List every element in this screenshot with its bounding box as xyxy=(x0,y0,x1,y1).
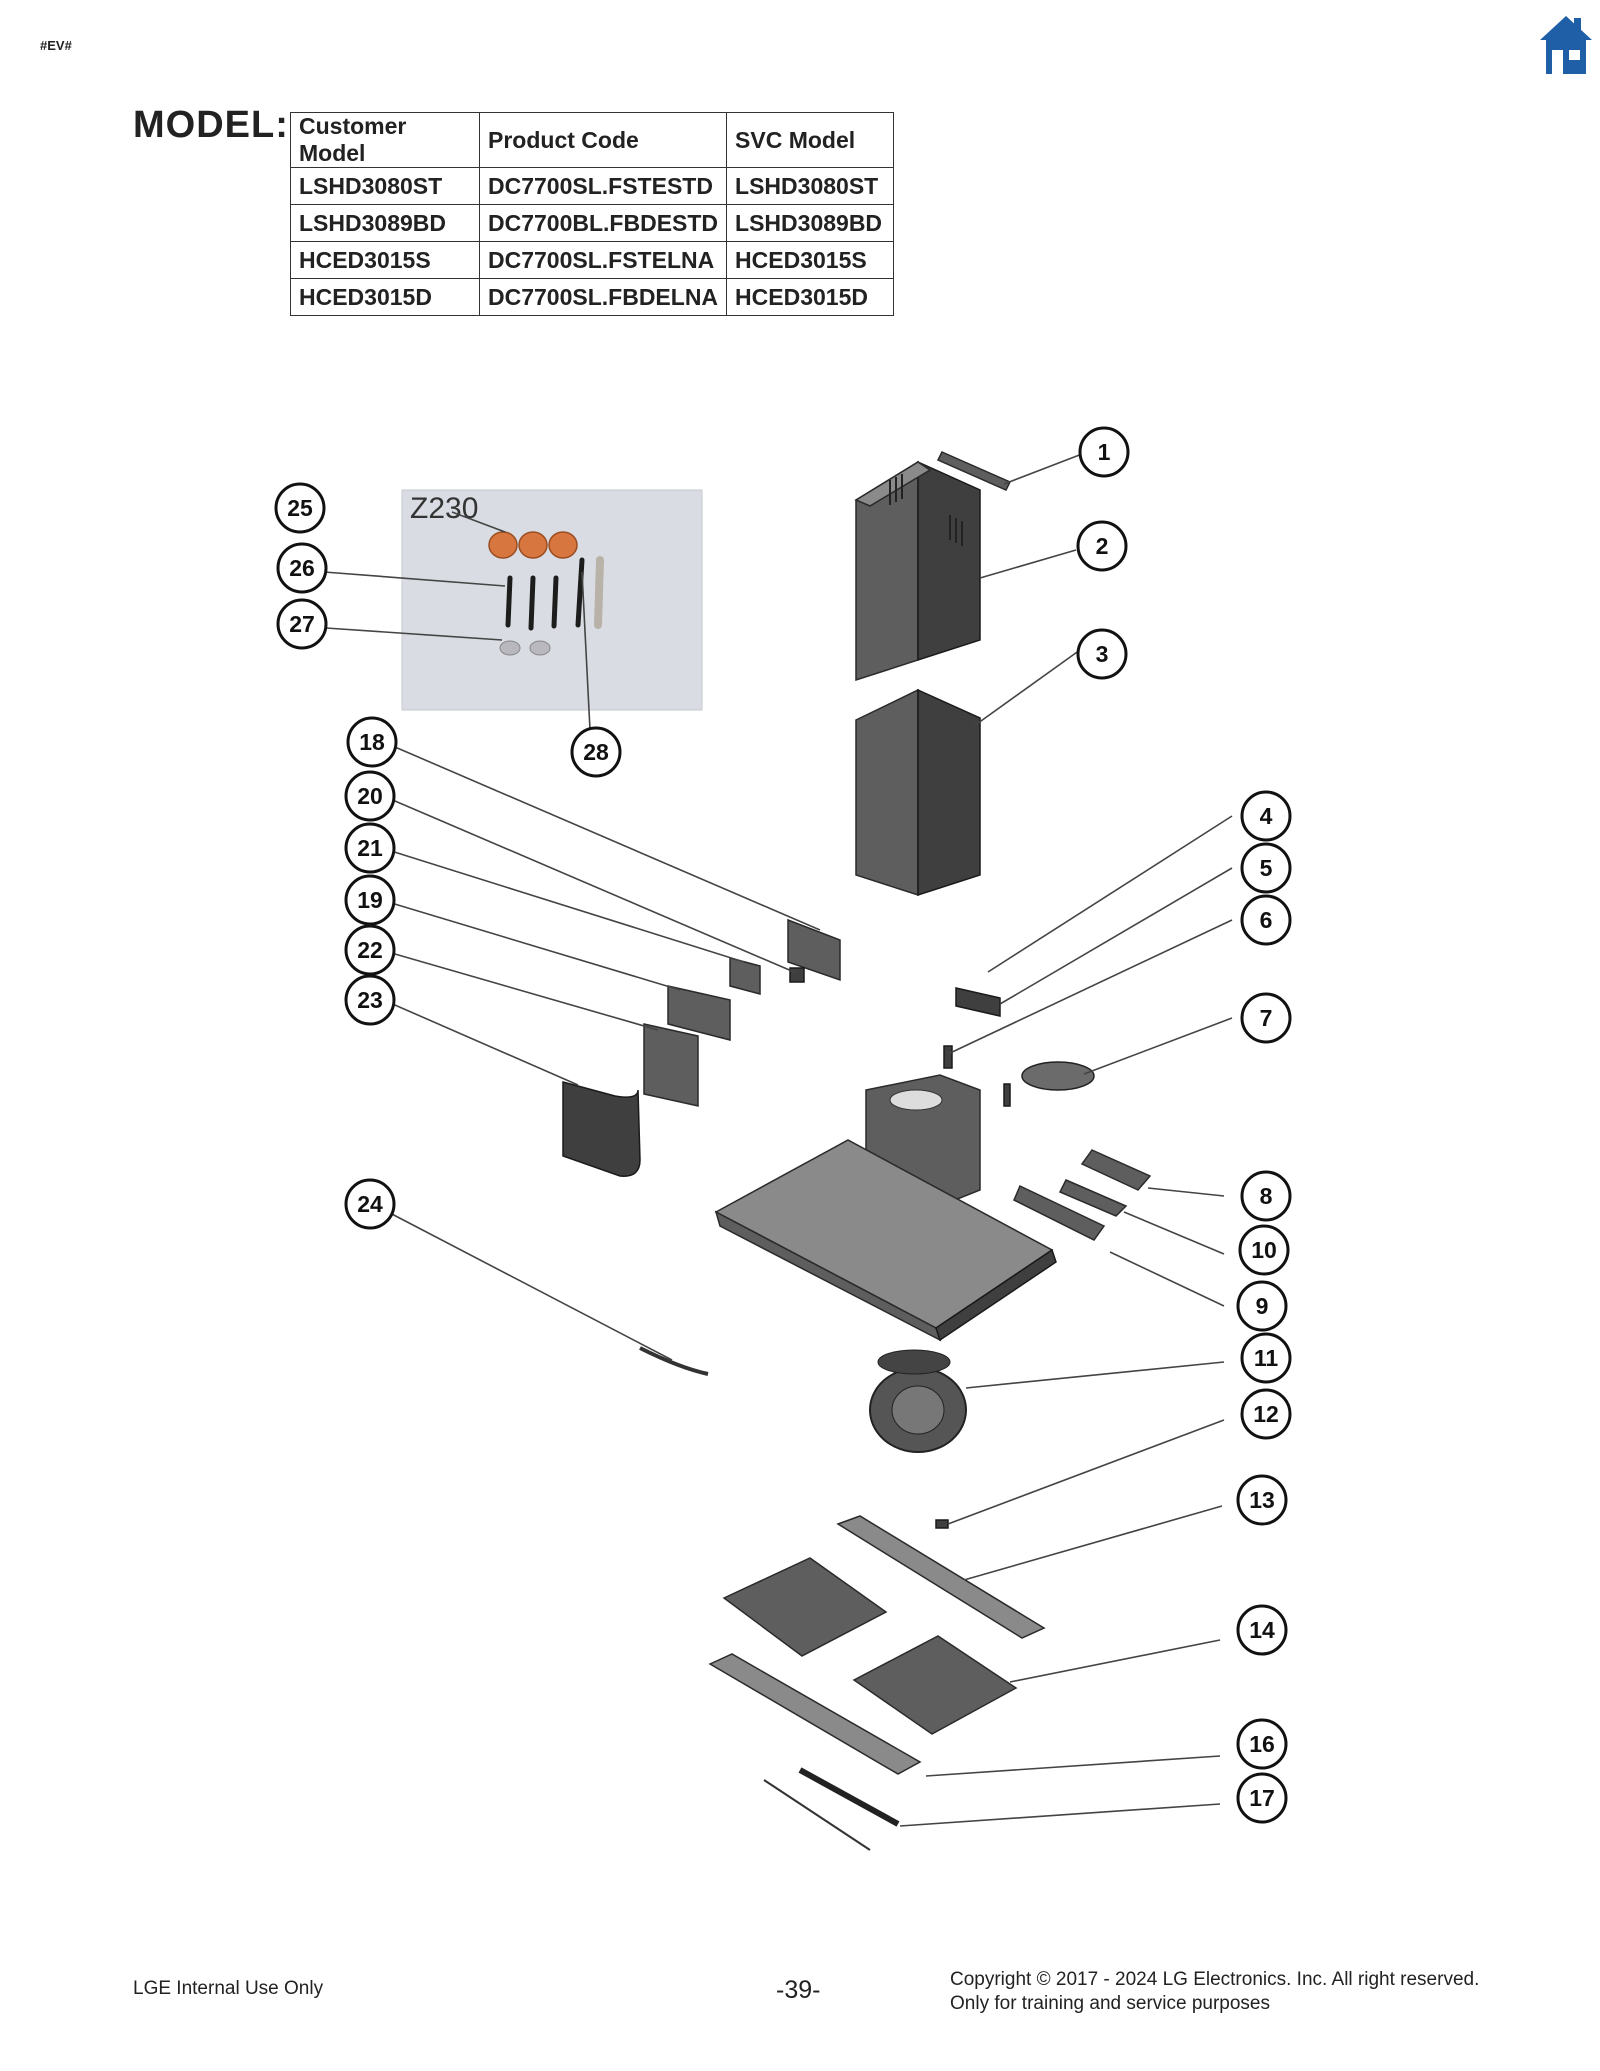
callout-8: 8 xyxy=(1240,1170,1292,1222)
svg-text:22: 22 xyxy=(357,937,383,963)
table-cell: LSHD3080ST xyxy=(290,167,480,205)
callout-18: 18 xyxy=(346,716,398,768)
svg-text:20: 20 xyxy=(357,783,383,809)
svg-text:8: 8 xyxy=(1260,1183,1273,1209)
table-cell: HCED3015D xyxy=(726,278,895,316)
svg-text:25: 25 xyxy=(287,495,313,521)
model-table: Customer Model Product Code SVC Model LS… xyxy=(290,112,895,316)
table-header-row: Customer Model Product Code SVC Model xyxy=(290,112,895,168)
table-row: HCED3015D DC7700SL.FBDELNA HCED3015D xyxy=(290,278,895,316)
callout-11: 11 xyxy=(1240,1332,1292,1384)
table-cell: LSHD3089BD xyxy=(726,204,895,242)
blower-part xyxy=(869,1349,967,1453)
callout-28: 28 xyxy=(570,726,622,778)
hood-body-part xyxy=(714,1074,1057,1342)
table-row: LSHD3080ST DC7700SL.FSTESTD LSHD3080ST xyxy=(290,167,895,205)
svg-text:6: 6 xyxy=(1260,907,1273,933)
callout-22: 22 xyxy=(344,924,396,976)
svg-text:21: 21 xyxy=(357,835,383,861)
callout-19: 19 xyxy=(344,874,396,926)
callout-2: 2 xyxy=(1076,520,1128,572)
callout-16: 16 xyxy=(1236,1718,1288,1770)
svg-text:10: 10 xyxy=(1251,1237,1277,1263)
svg-text:9: 9 xyxy=(1256,1293,1269,1319)
svg-text:28: 28 xyxy=(583,739,609,765)
callout-3: 3 xyxy=(1076,628,1128,680)
table-row: LSHD3089BD DC7700BL.FBDESTD LSHD3089BD xyxy=(290,204,895,242)
table-cell: HCED3015S xyxy=(726,241,895,279)
callout-25: 25 xyxy=(274,482,326,534)
svg-text:4: 4 xyxy=(1260,803,1273,829)
svg-text:27: 27 xyxy=(289,611,315,637)
callout-21: 21 xyxy=(344,822,396,874)
callout-13: 13 xyxy=(1236,1474,1288,1526)
page-number: -39- xyxy=(776,1976,821,2004)
column-header: SVC Model xyxy=(726,112,895,168)
callout-14: 14 xyxy=(1236,1604,1288,1656)
svg-text:16: 16 xyxy=(1249,1731,1275,1757)
svg-text:2: 2 xyxy=(1096,533,1109,559)
svg-text:5: 5 xyxy=(1260,855,1273,881)
table-cell: LSHD3080ST xyxy=(726,167,895,205)
callout-17: 17 xyxy=(1236,1772,1288,1824)
callout-6: 6 xyxy=(1240,894,1292,946)
table-cell: DC7700SL.FSTELNA xyxy=(478,241,728,279)
photo-label: Z230 xyxy=(410,492,478,525)
hardware-photo: Z230 xyxy=(401,489,703,711)
callout-5: 5 xyxy=(1240,842,1292,894)
callout-10: 10 xyxy=(1238,1224,1290,1276)
svg-text:17: 17 xyxy=(1249,1785,1275,1811)
callout-12: 12 xyxy=(1240,1388,1292,1440)
table-cell: HCED3015D xyxy=(290,278,480,316)
svg-text:24: 24 xyxy=(357,1191,383,1217)
callout-26: 26 xyxy=(276,542,328,594)
svg-text:12: 12 xyxy=(1253,1401,1279,1427)
callout-27: 27 xyxy=(276,598,328,650)
table-row: HCED3015S DC7700SL.FSTELNA HCED3015S xyxy=(290,241,895,279)
svg-text:1: 1 xyxy=(1098,439,1111,465)
callout-4: 4 xyxy=(1240,790,1292,842)
callout-23: 23 xyxy=(344,974,396,1026)
upper-chimney-part xyxy=(854,460,981,682)
svg-text:3: 3 xyxy=(1096,641,1109,667)
callout-7: 7 xyxy=(1240,992,1292,1044)
document-tag: #EV# xyxy=(40,38,72,53)
callout-1: 1 xyxy=(1078,426,1130,478)
svg-text:11: 11 xyxy=(1254,1345,1279,1371)
footer-copyright: Copyright © 2017 - 2024 LG Electronics. … xyxy=(950,1968,1479,2016)
table-cell: DC7700BL.FBDESTD xyxy=(478,204,728,242)
svg-text:26: 26 xyxy=(289,555,315,581)
column-header: Product Code xyxy=(478,112,728,168)
home-icon[interactable] xyxy=(1538,14,1594,76)
model-label: MODEL: xyxy=(133,104,289,146)
callout-20: 20 xyxy=(344,770,396,822)
table-cell: HCED3015S xyxy=(290,241,480,279)
callout-24: 24 xyxy=(344,1178,396,1230)
table-cell: LSHD3089BD xyxy=(290,204,480,242)
purpose-text: Only for training and service purposes xyxy=(950,1993,1270,2014)
table-cell: DC7700SL.FSTESTD xyxy=(478,167,728,205)
svg-text:19: 19 xyxy=(357,887,383,913)
svg-text:23: 23 xyxy=(357,987,383,1013)
svg-text:7: 7 xyxy=(1260,1005,1273,1031)
table-cell: DC7700SL.FBDELNA xyxy=(478,278,728,316)
svg-text:13: 13 xyxy=(1249,1487,1275,1513)
lower-chimney-part xyxy=(855,688,981,897)
column-header: Customer Model xyxy=(290,112,480,168)
callout-9: 9 xyxy=(1236,1280,1288,1332)
svg-text:18: 18 xyxy=(359,729,385,755)
footer-internal-note: LGE Internal Use Only xyxy=(133,1978,324,1999)
copyright-text: Copyright © 2017 - 2024 LG Electronics. … xyxy=(950,1969,1480,1990)
svg-text:14: 14 xyxy=(1249,1617,1275,1643)
